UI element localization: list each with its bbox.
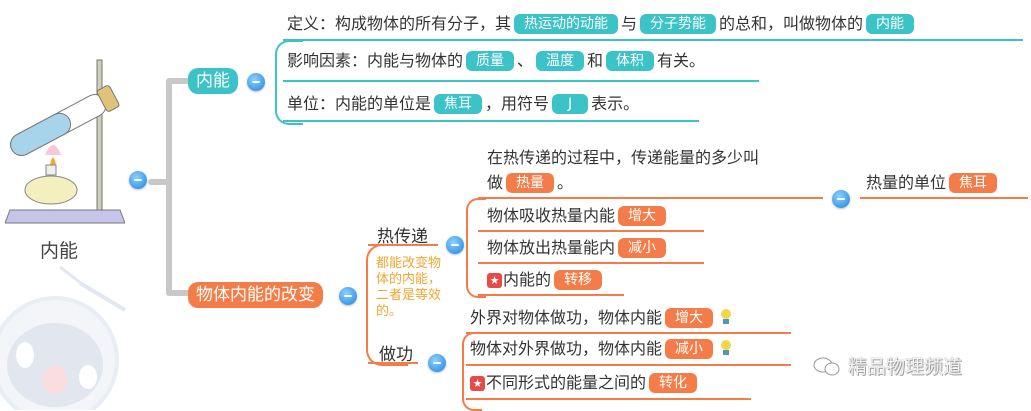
branch-label: 内能 bbox=[196, 71, 230, 91]
tag-j-symbol[interactable]: J bbox=[552, 94, 589, 114]
mascot-watermark bbox=[0, 265, 127, 410]
underline bbox=[478, 294, 624, 296]
tag-joule[interactable]: 焦耳 bbox=[434, 94, 483, 114]
underline bbox=[466, 332, 791, 334]
tag-heat[interactable]: 热量 bbox=[506, 173, 555, 193]
heat-def-collapse[interactable] bbox=[832, 190, 850, 208]
heat-definition-line1: 在热传递的过程中，传递能量的多少叫 bbox=[487, 148, 760, 167]
tag-mass[interactable]: 质量 bbox=[466, 51, 515, 71]
work-item-by-object: 物体对外界做功，物体内能减小 bbox=[470, 338, 733, 360]
underline bbox=[478, 262, 704, 264]
lightbulb-icon bbox=[721, 340, 732, 355]
heat-item-transfer: ★内能的转移 bbox=[487, 269, 605, 291]
underline bbox=[283, 80, 759, 82]
branch-change-of-internal-energy[interactable]: 物体内能的改变 bbox=[188, 282, 323, 308]
work-item-conversion: ★不同形式的能量之间的转化 bbox=[470, 372, 700, 394]
root-title: 内能 bbox=[40, 240, 79, 262]
branch-internal-energy-collapse[interactable] bbox=[247, 73, 265, 91]
sub-doing-work[interactable]: 做功 bbox=[379, 345, 413, 365]
underline bbox=[478, 197, 823, 199]
tag-potential[interactable]: 分子势能 bbox=[640, 14, 717, 34]
tag-conversion[interactable]: 转化 bbox=[649, 373, 698, 393]
connector bbox=[166, 78, 190, 84]
connector-vertical bbox=[166, 80, 172, 295]
connector bbox=[148, 179, 168, 185]
underline bbox=[368, 244, 438, 246]
tag-heat-unit[interactable]: 焦耳 bbox=[949, 173, 998, 193]
heat-unit-line: 热量的单位焦耳 bbox=[866, 172, 1000, 194]
heat-definition-line2: 做热量。 bbox=[487, 173, 574, 193]
tag-volume[interactable]: 体积 bbox=[606, 51, 655, 71]
tag-internal-energy[interactable]: 内能 bbox=[866, 14, 915, 34]
tag-decrease[interactable]: 减小 bbox=[665, 339, 714, 359]
wechat-icon bbox=[813, 357, 840, 376]
bracket bbox=[466, 198, 486, 298]
sub-heat-transfer[interactable]: 热传递 bbox=[377, 227, 428, 247]
equivalence-note: 都能改变物 体的内能， 二者是等效 的。 bbox=[376, 256, 442, 319]
tag-increase[interactable]: 增大 bbox=[618, 206, 667, 226]
tag-transfer[interactable]: 转移 bbox=[554, 270, 603, 290]
lightbulb-icon bbox=[721, 309, 732, 324]
definition-line: 定义：构成物体的所有分子，其热运动的动能与分子势能的总和，叫做物体的内能 bbox=[287, 13, 917, 35]
underline bbox=[283, 39, 1023, 41]
underline bbox=[466, 364, 791, 366]
root-collapse-button[interactable] bbox=[129, 171, 147, 189]
tag-increase[interactable]: 增大 bbox=[665, 308, 714, 328]
factors-line: 影响因素：内能与物体的质量、温度和体积有关。 bbox=[287, 51, 706, 71]
watermark: 精品物理频道 bbox=[812, 352, 962, 379]
tag-kinetic[interactable]: 热运动的动能 bbox=[514, 14, 619, 34]
alcohol-lamp-illustration bbox=[5, 59, 125, 224]
branch-change-collapse[interactable] bbox=[339, 287, 357, 305]
work-item-on-object: 外界对物体做功，物体内能增大 bbox=[470, 307, 733, 329]
underline bbox=[860, 197, 1028, 199]
branch-internal-energy[interactable]: 内能 bbox=[188, 68, 238, 94]
star-icon: ★ bbox=[470, 376, 485, 391]
underline bbox=[478, 230, 704, 232]
heat-transfer-collapse[interactable] bbox=[446, 236, 464, 254]
tag-temperature[interactable]: 温度 bbox=[536, 51, 585, 71]
star-icon: ★ bbox=[487, 273, 502, 288]
heat-item-absorb: 物体吸收热量内能增大 bbox=[487, 205, 669, 227]
bracket bbox=[275, 40, 303, 125]
connector bbox=[166, 290, 190, 296]
underline bbox=[283, 120, 699, 122]
underline bbox=[466, 398, 751, 400]
heat-item-release: 物体放出热量能内减小 bbox=[487, 237, 669, 259]
doing-work-collapse[interactable] bbox=[428, 354, 446, 372]
underline bbox=[368, 362, 418, 364]
branch-label: 物体内能的改变 bbox=[196, 285, 315, 305]
tag-decrease[interactable]: 减小 bbox=[618, 238, 667, 258]
